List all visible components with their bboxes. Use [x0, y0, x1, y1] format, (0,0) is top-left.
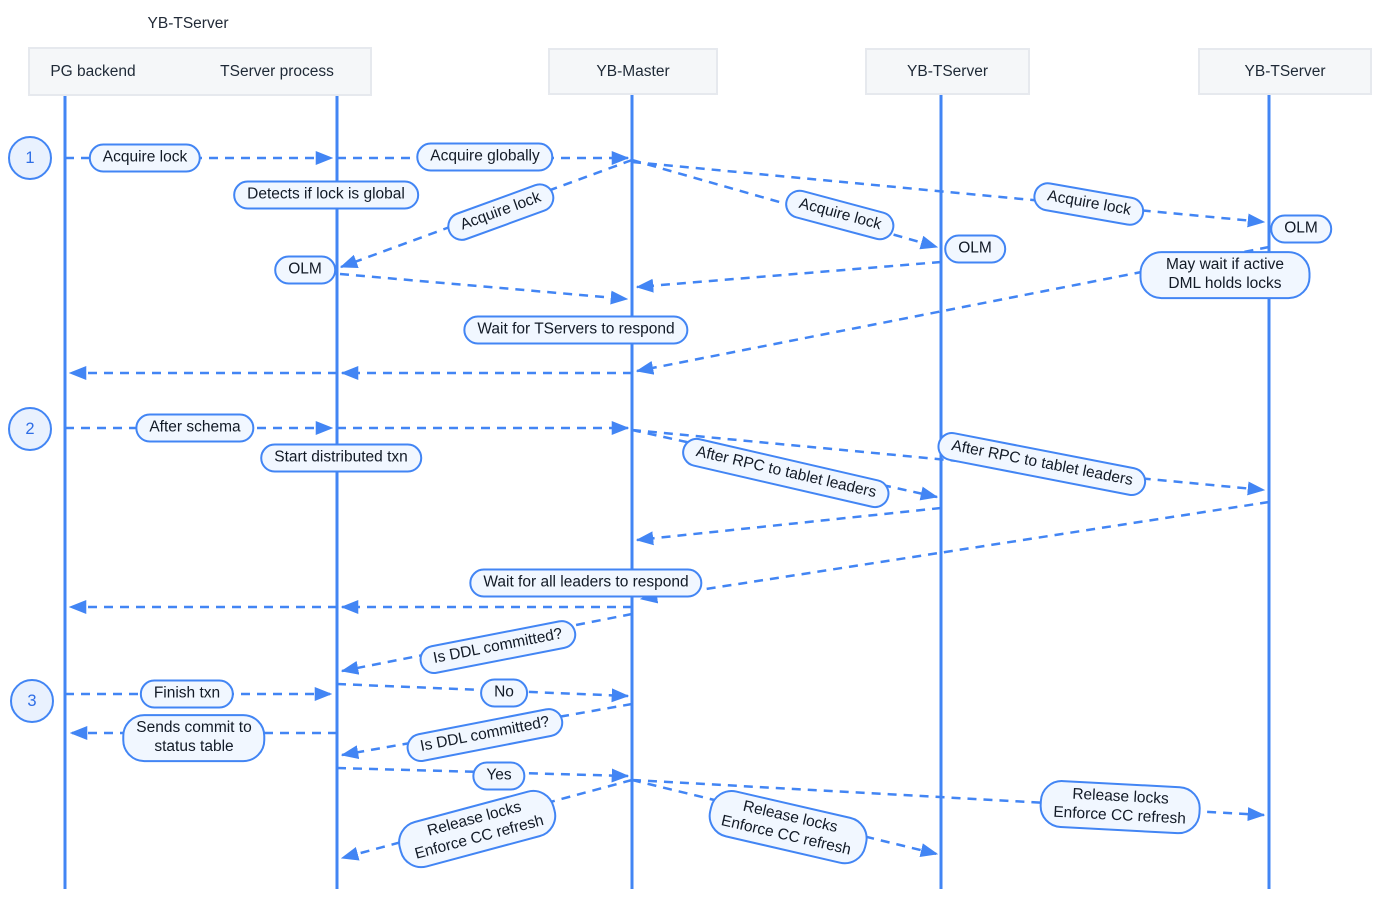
- message-label-olm-t2: OLM: [944, 234, 1006, 264]
- arrow-acquire-lock-to-olm-t3: [631, 160, 1266, 228]
- step-badge-1: 1: [8, 136, 52, 180]
- arrow-after-rpc-to-t3: [631, 428, 1266, 496]
- participant-yb-tserver-3: YB-TServer: [1198, 48, 1372, 95]
- message-label-wait-tservers-respond: Wait for TServers to respond: [463, 315, 689, 345]
- participant-yb-master-1: YB-Master: [548, 48, 718, 95]
- message-label-may-wait-dml: May wait if active DML holds locks: [1139, 251, 1311, 299]
- message-label-olm-local: OLM: [274, 255, 336, 285]
- arrow-olm-local-response: [339, 272, 629, 305]
- step-badge-2: 2: [8, 407, 52, 451]
- participant-group-box: [28, 47, 372, 96]
- arrow-olm-t2-response: [635, 260, 942, 293]
- participant-label: YB-Master: [596, 62, 670, 80]
- arrow-t3-leader-response: [639, 500, 1270, 604]
- message-label-start-distributed-txn: Start distributed txn: [260, 443, 422, 473]
- step-badge-3: 3: [10, 679, 54, 723]
- message-label-detects-if-lock-is-global: Detects if lock is global: [233, 180, 419, 210]
- message-label-wait-all-leaders-respond: Wait for all leaders to respond: [469, 568, 703, 598]
- participant-label: YB-TServer: [1244, 62, 1326, 80]
- participant-tserver-process: TServer process: [220, 63, 334, 80]
- message-label-yes-reply: Yes: [472, 761, 526, 791]
- arrow-olm-t3-may-wait-response: [635, 245, 1270, 375]
- arrow-acquire-lock-to-olm-local: [339, 158, 633, 269]
- message-label-sends-commit: Sends commit to status table: [122, 714, 266, 762]
- message-label-acquire-globally: Acquire globally: [416, 142, 554, 172]
- group-label-yb-tserver: YB-TServer: [147, 15, 229, 32]
- participant-label: YB-TServer: [907, 62, 988, 80]
- message-label-no-reply: No: [480, 678, 528, 708]
- message-label-acquire-lock-local: Acquire lock: [88, 143, 202, 173]
- arrow-t2-leader-response: [635, 506, 942, 546]
- message-label-after-schema: After schema: [135, 413, 255, 443]
- message-label-olm-t3: OLM: [1270, 214, 1332, 244]
- participant-pg-backend: PG backend: [50, 63, 136, 80]
- message-label-finish-txn: Finish txn: [139, 679, 235, 709]
- message-label-release-locks-t3: Release locks Enforce CC refresh: [1038, 778, 1202, 836]
- participant-yb-tserver-2: YB-TServer: [865, 48, 1030, 95]
- arrow-release-locks-to-t2: [631, 778, 939, 857]
